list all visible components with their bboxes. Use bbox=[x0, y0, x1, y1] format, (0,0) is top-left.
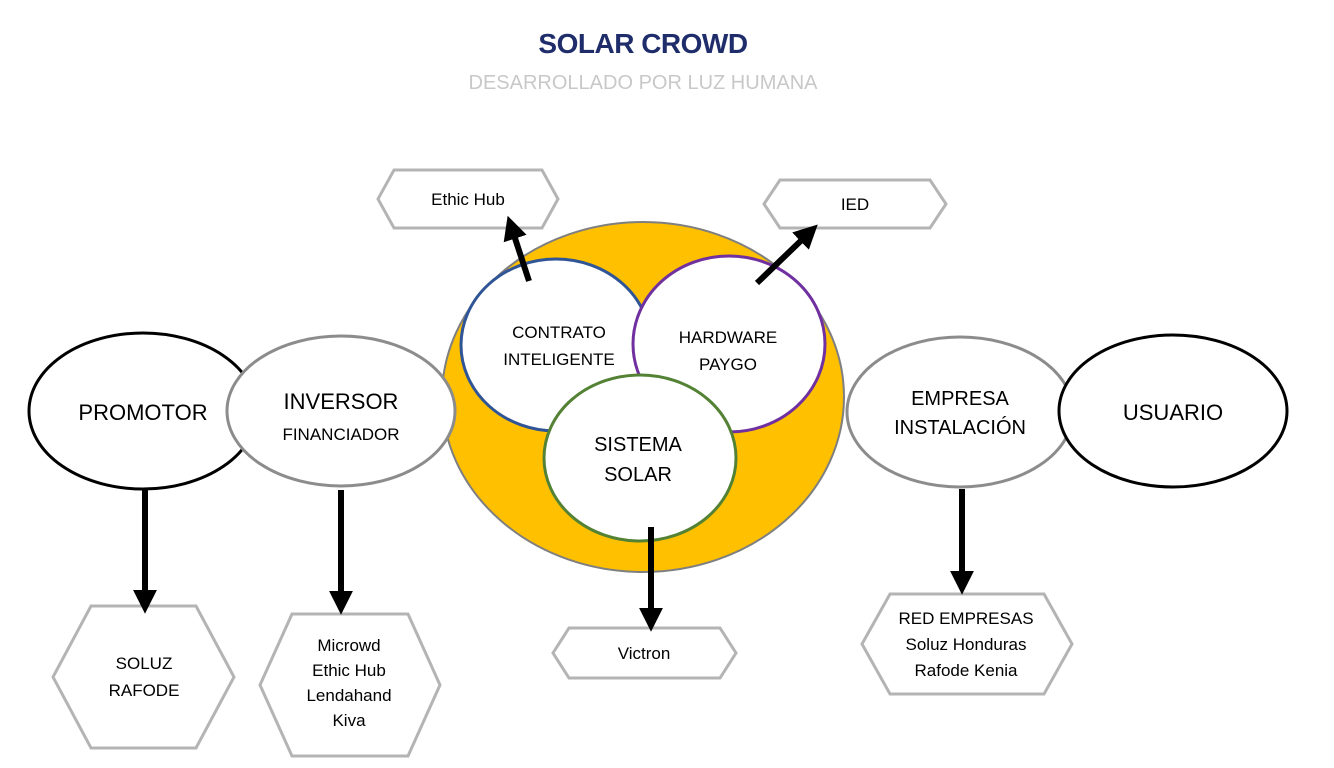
victron-hexagon[interactable] bbox=[551, 626, 738, 680]
victron-label: Victron bbox=[618, 644, 671, 663]
sistema-circle[interactable] bbox=[542, 373, 738, 543]
page-subtitle: DESARROLLADO POR LUZ HUMANA bbox=[468, 72, 818, 94]
ied-label: IED bbox=[841, 195, 869, 214]
inversor-list-item: Microwd bbox=[317, 636, 380, 655]
inversor-ellipse[interactable] bbox=[225, 334, 457, 488]
ied-hexagon[interactable] bbox=[762, 178, 948, 230]
contrato-label-line1: CONTRATO bbox=[512, 323, 606, 342]
ethic-hub-label: Ethic Hub bbox=[431, 190, 505, 209]
inversor-list-item: Ethic Hub bbox=[312, 661, 386, 680]
empresa-list-hexagon[interactable] bbox=[860, 592, 1074, 696]
promotor-label: PROMOTOR bbox=[78, 400, 207, 425]
sistema-label-line1: SISTEMA bbox=[594, 434, 682, 456]
page-title: SOLAR CROWD bbox=[538, 28, 748, 59]
usuario-label: USUARIO bbox=[1123, 400, 1223, 425]
contrato-label-line2: INTELIGENTE bbox=[503, 350, 614, 369]
arrow-to-ethic-hub bbox=[503, 215, 532, 282]
hardware-label-line2: PAYGO bbox=[699, 355, 757, 374]
empresa-list-item: RED EMPRESAS bbox=[898, 609, 1033, 628]
arrow-to-ied bbox=[754, 224, 818, 286]
empresa-label-line2: INSTALACIÓN bbox=[894, 416, 1026, 439]
inversor-label-line1: INVERSOR bbox=[284, 389, 399, 414]
empresa-ellipse[interactable] bbox=[845, 335, 1075, 489]
empresa-list-item: Soluz Honduras bbox=[906, 635, 1027, 654]
inversor-label-line2: FINANCIADOR bbox=[282, 425, 399, 444]
hardware-label-line1: HARDWARE bbox=[679, 328, 778, 347]
inversor-list-item: Lendahand bbox=[306, 686, 391, 705]
empresa-list-item: Rafode Kenia bbox=[914, 661, 1018, 680]
sistema-label-line2: SOLAR bbox=[604, 464, 672, 486]
promotor-list-item: RAFODE bbox=[109, 681, 180, 700]
inversor-list-item: Kiva bbox=[332, 711, 366, 730]
soluz-rafode-hexagon[interactable] bbox=[51, 604, 236, 750]
empresa-label-line1: EMPRESA bbox=[911, 388, 1009, 410]
promotor-list-item: SOLUZ bbox=[116, 654, 173, 673]
usuario-ellipse[interactable] bbox=[1057, 333, 1289, 489]
ethic-hub-hexagon[interactable] bbox=[376, 168, 560, 230]
inversor-list-hexagon[interactable] bbox=[258, 612, 442, 758]
